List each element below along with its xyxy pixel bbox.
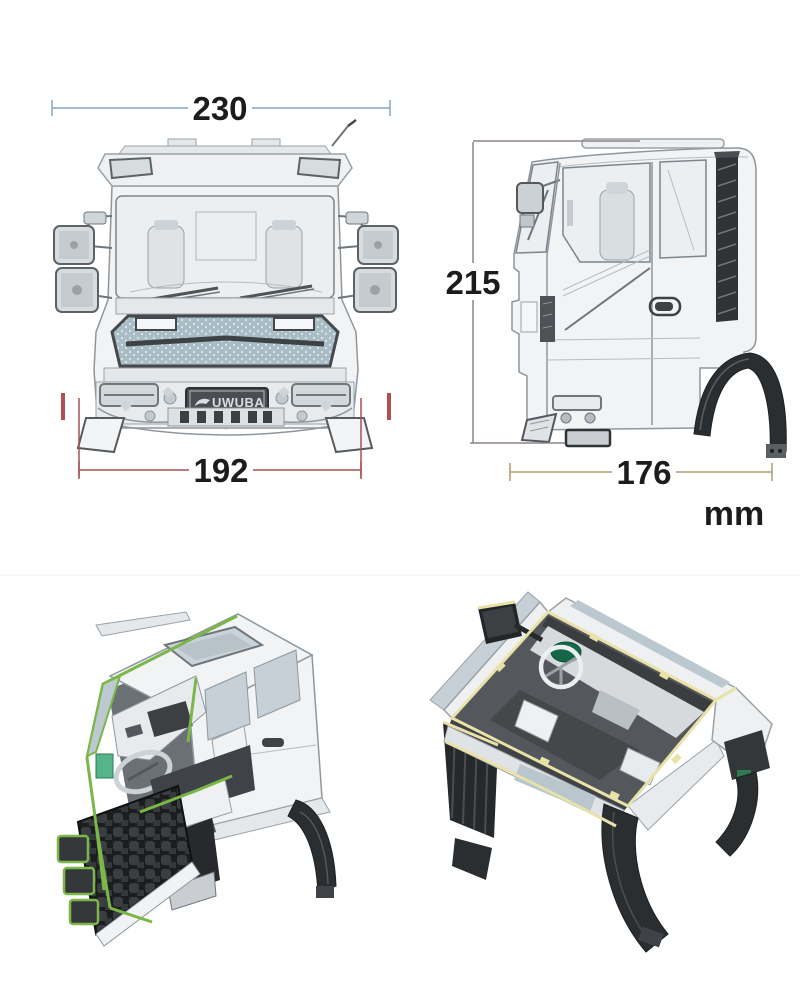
topdown-passenger-seat [619, 747, 661, 786]
topdown-front-glass [570, 600, 730, 688]
license-plate-text: UWUBA [212, 395, 264, 410]
steering-wheel [113, 749, 173, 795]
side-air-intake-grille [714, 151, 740, 322]
cutaway-green-cut-edges [85, 614, 238, 924]
front-grille [110, 314, 340, 368]
topdown-front-left-arch [601, 803, 669, 953]
front-bumper: UWUBA [61, 367, 391, 436]
front-left-mirror [53, 211, 113, 313]
dash-screen [95, 753, 114, 779]
truck-side-view-drawing [511, 138, 787, 458]
cutaway-rear-window [253, 649, 301, 719]
unit-label: mm [704, 495, 764, 533]
topdown-door-glass [514, 764, 596, 812]
truck-front-view-drawing: UWUBA [53, 119, 399, 454]
topdown-right-arch [715, 771, 759, 857]
dimension-height [470, 140, 640, 444]
topdown-interior [448, 612, 716, 816]
dim-label-height: 215 [445, 264, 500, 301]
side-door-handle [648, 296, 682, 317]
front-right-mudflap [324, 417, 374, 454]
topdown-driver-seat [514, 699, 559, 743]
cutaway-door-handle [262, 738, 284, 747]
dim-label-width-top: 230 [192, 90, 247, 127]
cutaway-windshield-sliver [85, 674, 122, 758]
dim-label-width-bottom: 192 [193, 452, 248, 489]
side-entry-steps [520, 296, 612, 448]
topdown-mirror [478, 602, 544, 644]
cab-3d-topdown-view [429, 591, 773, 953]
front-left-mudflap [76, 417, 126, 454]
cutaway-door-window [204, 671, 251, 741]
dimension-width-top [51, 100, 391, 116]
dimension-width-bottom [78, 398, 362, 479]
topdown-front-corner [711, 687, 773, 857]
topdown-yellow-tabs [495, 632, 682, 800]
front-cowl-panel [115, 297, 335, 315]
topdown-steering-wheel [538, 644, 584, 690]
topdown-dash-vent-band [542, 616, 712, 712]
right-corner-marker [387, 393, 391, 420]
side-rear-window [659, 159, 707, 259]
front-right-mirror [337, 211, 399, 313]
side-wheel-arch [693, 352, 787, 458]
front-windshield [115, 195, 335, 304]
dimension-depth [509, 463, 773, 481]
cutaway-step-boxes [56, 834, 100, 926]
side-door-window [562, 162, 651, 263]
topdown-yellow-cut-edges [442, 600, 737, 828]
dim-label-depth: 176 [616, 454, 671, 491]
plate-bird-logo-icon [195, 398, 210, 406]
cutaway-honeycomb-grille [76, 784, 201, 947]
left-corner-marker [61, 393, 65, 420]
topdown-right-sill [627, 739, 725, 831]
cab-3d-cutaway-front-view [56, 611, 337, 947]
bumper-step-slots [180, 411, 272, 423]
cutaway-roof-deflector [95, 611, 191, 637]
front-roof-spoiler [97, 119, 357, 187]
side-mirror [516, 179, 561, 228]
cutaway-interior [95, 675, 255, 820]
cutaway-wheel-arch [287, 799, 337, 898]
